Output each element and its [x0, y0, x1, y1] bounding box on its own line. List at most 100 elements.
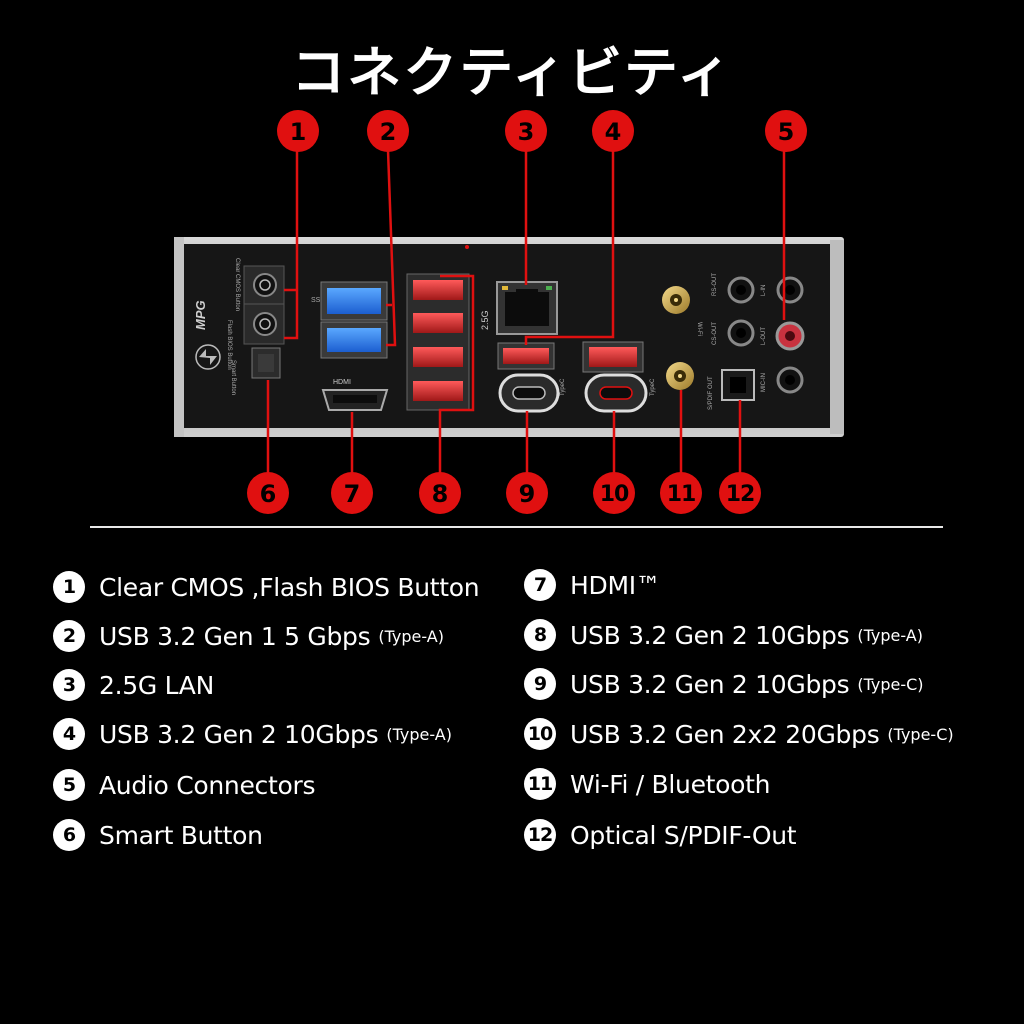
wifi-antenna-connectors: Wi-Fi	[662, 286, 702, 390]
svg-text:S/PDIF OUT: S/PDIF OUT	[708, 376, 714, 410]
callout-11: 11	[660, 472, 702, 514]
legend-item-7: 7 HDMI™	[524, 567, 661, 603]
svg-text:5: 5	[778, 118, 795, 146]
legend-label: USB 3.2 Gen 2 10Gbps	[570, 669, 850, 699]
usb-gen2x2-typec-port: TypeC	[584, 373, 656, 413]
callout-4: 4	[592, 110, 634, 152]
usb-gen2-stack	[406, 273, 470, 411]
legend-label: USB 3.2 Gen 1 5 Gbps	[99, 621, 371, 651]
svg-text:HDMI: HDMI	[333, 379, 351, 386]
legend-number: 6	[53, 819, 85, 851]
svg-text:7: 7	[344, 480, 361, 508]
legend-item-10: 10 USB 3.2 Gen 2x2 20Gbps (Type-C)	[524, 716, 954, 752]
usb-gen2-typea-port	[497, 342, 555, 370]
legend-item-2: 2 USB 3.2 Gen 1 5 Gbps (Type-A)	[53, 618, 444, 654]
callout-2: 2	[367, 110, 409, 152]
callout-1: 1	[277, 110, 319, 152]
spdif-port: S/PDIF OUT	[708, 369, 755, 410]
callout-8: 8	[419, 472, 461, 514]
callout-9: 9	[506, 472, 548, 514]
hdmi-port: HDMI	[321, 379, 389, 411]
legend-number: 5	[53, 769, 85, 801]
callout-10: 10	[593, 472, 635, 514]
legend-connector-type: (Type-C)	[857, 674, 924, 694]
usb-gen1-stack: SS	[311, 281, 388, 359]
legend-label: HDMI™	[570, 570, 661, 600]
clear-cmos-button[interactable]	[243, 265, 285, 305]
legend-connector-type: (Type-A)	[378, 626, 444, 646]
callout-lines	[266, 149, 786, 490]
svg-text:TypeC: TypeC	[650, 378, 656, 396]
legend-item-9: 9 USB 3.2 Gen 2 10Gbps (Type-C)	[524, 666, 924, 702]
legend-number: 9	[524, 668, 556, 700]
legend-connector-type: (Type-C)	[887, 724, 954, 744]
svg-text:2: 2	[380, 118, 397, 146]
legend-label: Clear CMOS ,Flash BIOS Button	[99, 572, 480, 602]
callout-5: 5	[765, 110, 807, 152]
legend-number: 2	[53, 620, 85, 652]
svg-text:9: 9	[519, 480, 536, 508]
usb-gen2-typea-port-right	[582, 341, 644, 373]
svg-text:11: 11	[667, 482, 696, 507]
callout-6: 6	[247, 472, 289, 514]
brand-logo: MPG	[193, 300, 208, 330]
legend-label: Optical S/PDIF-Out	[570, 820, 797, 850]
page-title: コネクティビティ	[291, 41, 733, 104]
legend-item-4: 4 USB 3.2 Gen 2 10Gbps (Type-A)	[53, 716, 452, 752]
legend-connector-type: (Type-A)	[386, 724, 452, 744]
brand-logo-text: MPG	[193, 300, 208, 330]
legend-item-5: 5 Audio Connectors	[53, 767, 315, 803]
button-label-smart: Smart Button	[230, 360, 236, 395]
legend-item-1: 1 Clear CMOS ,Flash BIOS Button	[53, 569, 480, 605]
legend-label: 2.5G LAN	[99, 670, 214, 700]
dragon-logo	[195, 344, 221, 370]
legend-label: USB 3.2 Gen 2 10Gbps	[570, 620, 850, 650]
smart-button[interactable]	[251, 347, 281, 379]
legend-number: 10	[524, 718, 556, 750]
svg-text:3: 3	[518, 118, 535, 146]
legend-label: Audio Connectors	[99, 770, 316, 800]
io-panel-diagram: MPG Clear CMOS Button Flash BIOS Button …	[174, 110, 844, 514]
callout-12: 12	[719, 472, 761, 514]
legend-number: 7	[524, 569, 556, 601]
legend-item-8: 8 USB 3.2 Gen 2 10Gbps (Type-A)	[524, 617, 923, 653]
legend-number: 12	[524, 819, 556, 851]
legend-item-6: 6 Smart Button	[53, 817, 263, 853]
legend-label: Smart Button	[99, 820, 263, 850]
legend-item-3: 3 2.5G LAN	[53, 667, 214, 703]
svg-text:4: 4	[605, 118, 622, 146]
svg-text:1: 1	[290, 118, 307, 146]
button-label-flash-bios: Flash BIOS Button	[226, 320, 232, 370]
legend-item-12: 12 Optical S/PDIF-Out	[524, 817, 797, 853]
svg-text:RS-OUT: RS-OUT	[712, 273, 718, 296]
legend-number: 1	[53, 571, 85, 603]
legend-label: USB 3.2 Gen 2 10Gbps	[99, 719, 379, 749]
svg-text:L-IN: L-IN	[761, 285, 767, 296]
legend-item-11: 11 Wi-Fi / Bluetooth	[524, 766, 771, 802]
svg-text:8: 8	[432, 480, 449, 508]
svg-text:SS: SS	[311, 297, 321, 304]
usb-typec-port: TypeC	[498, 373, 566, 413]
lan-port: 2.5G	[480, 281, 558, 335]
legend-label: Wi-Fi / Bluetooth	[570, 769, 771, 799]
svg-text:MIC-IN: MIC-IN	[761, 373, 767, 392]
legend-label: USB 3.2 Gen 2x2 20Gbps	[570, 719, 880, 749]
flash-bios-button[interactable]	[243, 303, 285, 345]
legend-number: 11	[524, 768, 556, 800]
callout-3: 3	[505, 110, 547, 152]
legend-number: 4	[53, 718, 85, 750]
svg-text:2.5G: 2.5G	[480, 310, 490, 330]
svg-text:CS-OUT: CS-OUT	[712, 322, 718, 345]
svg-text:TypeC: TypeC	[560, 378, 566, 396]
legend-number: 8	[524, 619, 556, 651]
svg-text:L-OUT: L-OUT	[761, 327, 767, 345]
svg-text:12: 12	[726, 482, 755, 507]
callout-7: 7	[331, 472, 373, 514]
svg-text:Wi-Fi: Wi-Fi	[696, 322, 702, 336]
divider	[90, 526, 943, 528]
svg-text:10: 10	[600, 482, 629, 507]
legend-number: 3	[53, 669, 85, 701]
button-label-clear-cmos: Clear CMOS Button	[234, 258, 240, 311]
legend-connector-type: (Type-A)	[857, 625, 923, 645]
svg-text:6: 6	[260, 480, 277, 508]
